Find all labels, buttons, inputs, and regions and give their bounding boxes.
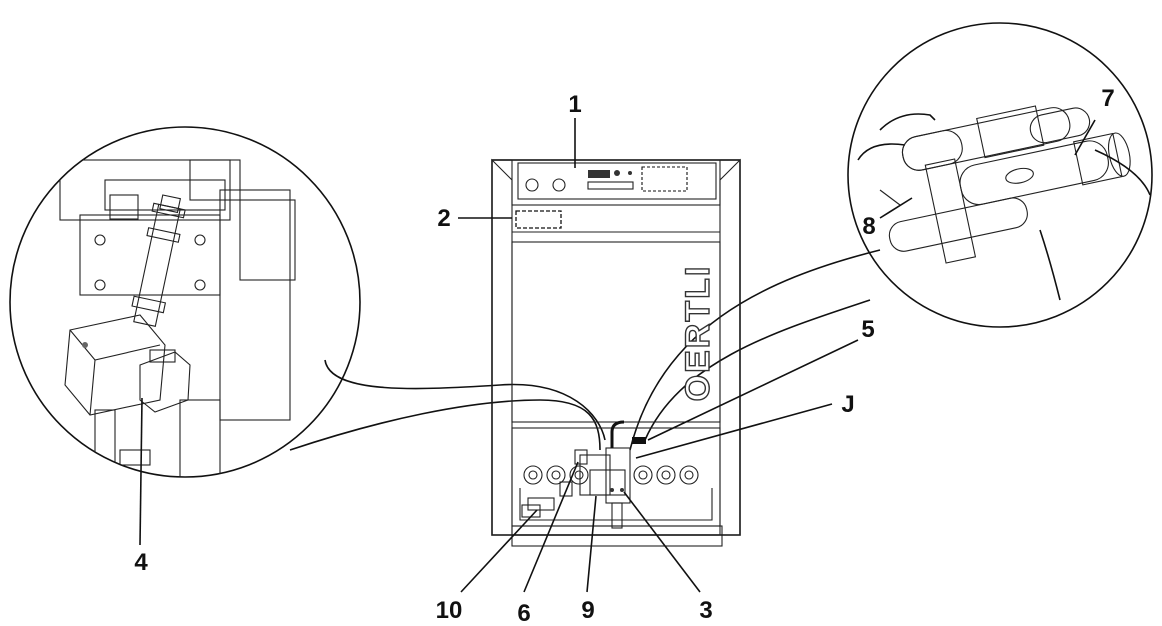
label-1: 1 xyxy=(568,91,581,118)
lower-compartment xyxy=(511,427,721,527)
component-6 xyxy=(574,449,588,465)
label-6: 6 xyxy=(517,600,530,626)
boiler-unit: OERTLI xyxy=(491,158,741,547)
electrode-detail xyxy=(857,105,1151,301)
brand-logo: OERTLI xyxy=(679,265,717,402)
label-8: 8 xyxy=(862,213,875,240)
marker-5 xyxy=(632,437,646,444)
label-J: J xyxy=(841,391,854,418)
control-knob-left xyxy=(525,178,539,192)
label-4: 4 xyxy=(134,549,148,576)
right-detail-inset xyxy=(847,22,1153,328)
leader-lines xyxy=(139,118,1096,593)
burner-assembly xyxy=(559,420,646,529)
connector-curves xyxy=(289,249,881,451)
control-panel xyxy=(517,162,717,200)
panel-module-outline xyxy=(641,166,688,192)
front-door xyxy=(511,241,721,423)
label-2: 2 xyxy=(437,205,450,232)
control-knob-right xyxy=(552,178,566,192)
label-3: 3 xyxy=(699,597,712,624)
solenoid-valve-detail xyxy=(59,159,296,477)
label-9: 9 xyxy=(581,597,594,624)
callout-labels: 1 2 3 4 5 6 7 8 9 10 J xyxy=(134,85,1114,626)
control-module-2 xyxy=(515,210,562,229)
component-10 xyxy=(527,497,555,511)
label-10: 10 xyxy=(436,597,463,624)
display-icon xyxy=(588,170,610,178)
label-7: 7 xyxy=(1101,85,1114,112)
label-5: 5 xyxy=(861,316,874,343)
heat-exchanger-tubes xyxy=(523,465,699,485)
left-detail-inset xyxy=(9,126,361,478)
